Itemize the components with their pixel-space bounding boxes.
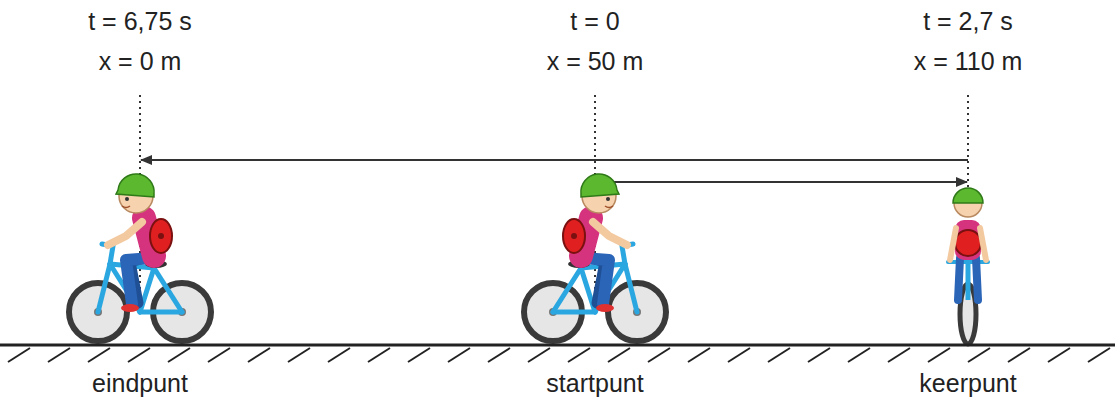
hatch-stroke	[328, 348, 350, 362]
hatch-stroke	[88, 348, 110, 362]
cyclist-figure	[524, 174, 666, 341]
hatch-stroke	[368, 348, 390, 362]
frame	[966, 262, 971, 300]
point-name: startpunt	[546, 370, 643, 398]
legs	[958, 258, 978, 300]
ground-hatching	[8, 348, 1110, 362]
hatch-stroke	[408, 348, 430, 362]
cyclist-figure	[69, 174, 211, 341]
time-label: t = 2,7 s	[923, 8, 1013, 36]
hatch-stroke	[48, 348, 70, 362]
hatch-stroke	[728, 348, 750, 362]
backpack	[955, 230, 981, 256]
arms	[950, 228, 986, 260]
hatch-stroke	[928, 348, 950, 362]
hatch-stroke	[1008, 348, 1030, 362]
position-label: x = 0 m	[99, 48, 182, 76]
head	[954, 189, 982, 217]
point-name: keerpunt	[919, 370, 1016, 398]
hatch-stroke	[288, 348, 310, 362]
displacement-arrow	[595, 181, 967, 183]
hatch-stroke	[1088, 348, 1110, 362]
hatch-stroke	[488, 348, 510, 362]
helmet	[953, 188, 983, 203]
hatch-stroke	[648, 348, 670, 362]
displacement-arrow	[141, 159, 968, 161]
hatch-stroke	[568, 348, 590, 362]
position-label: x = 110 m	[914, 48, 1023, 76]
hatch-stroke	[848, 348, 870, 362]
position-label: x = 50 m	[547, 48, 644, 76]
hatch-stroke	[688, 348, 710, 362]
cyclist-front-view	[948, 188, 988, 344]
hatch-stroke	[528, 348, 550, 362]
hatch-stroke	[448, 348, 470, 362]
time-label: t = 0	[570, 8, 619, 36]
hatch-stroke	[8, 348, 30, 362]
hatch-stroke	[128, 348, 150, 362]
hatch-stroke	[208, 348, 230, 362]
hatch-stroke	[808, 348, 830, 362]
hatch-stroke	[888, 348, 910, 362]
hatch-stroke	[1048, 348, 1070, 362]
hatch-stroke	[248, 348, 270, 362]
dotted-lines	[140, 95, 968, 300]
handlebar	[948, 260, 988, 264]
hatch-stroke	[968, 348, 990, 362]
torso	[955, 220, 981, 260]
time-label: t = 6,75 s	[88, 8, 192, 36]
ground-line	[0, 344, 1115, 347]
hatch-stroke	[168, 348, 190, 362]
point-name: eindpunt	[92, 370, 188, 398]
hatch-stroke	[608, 348, 630, 362]
hatch-stroke	[768, 348, 790, 362]
